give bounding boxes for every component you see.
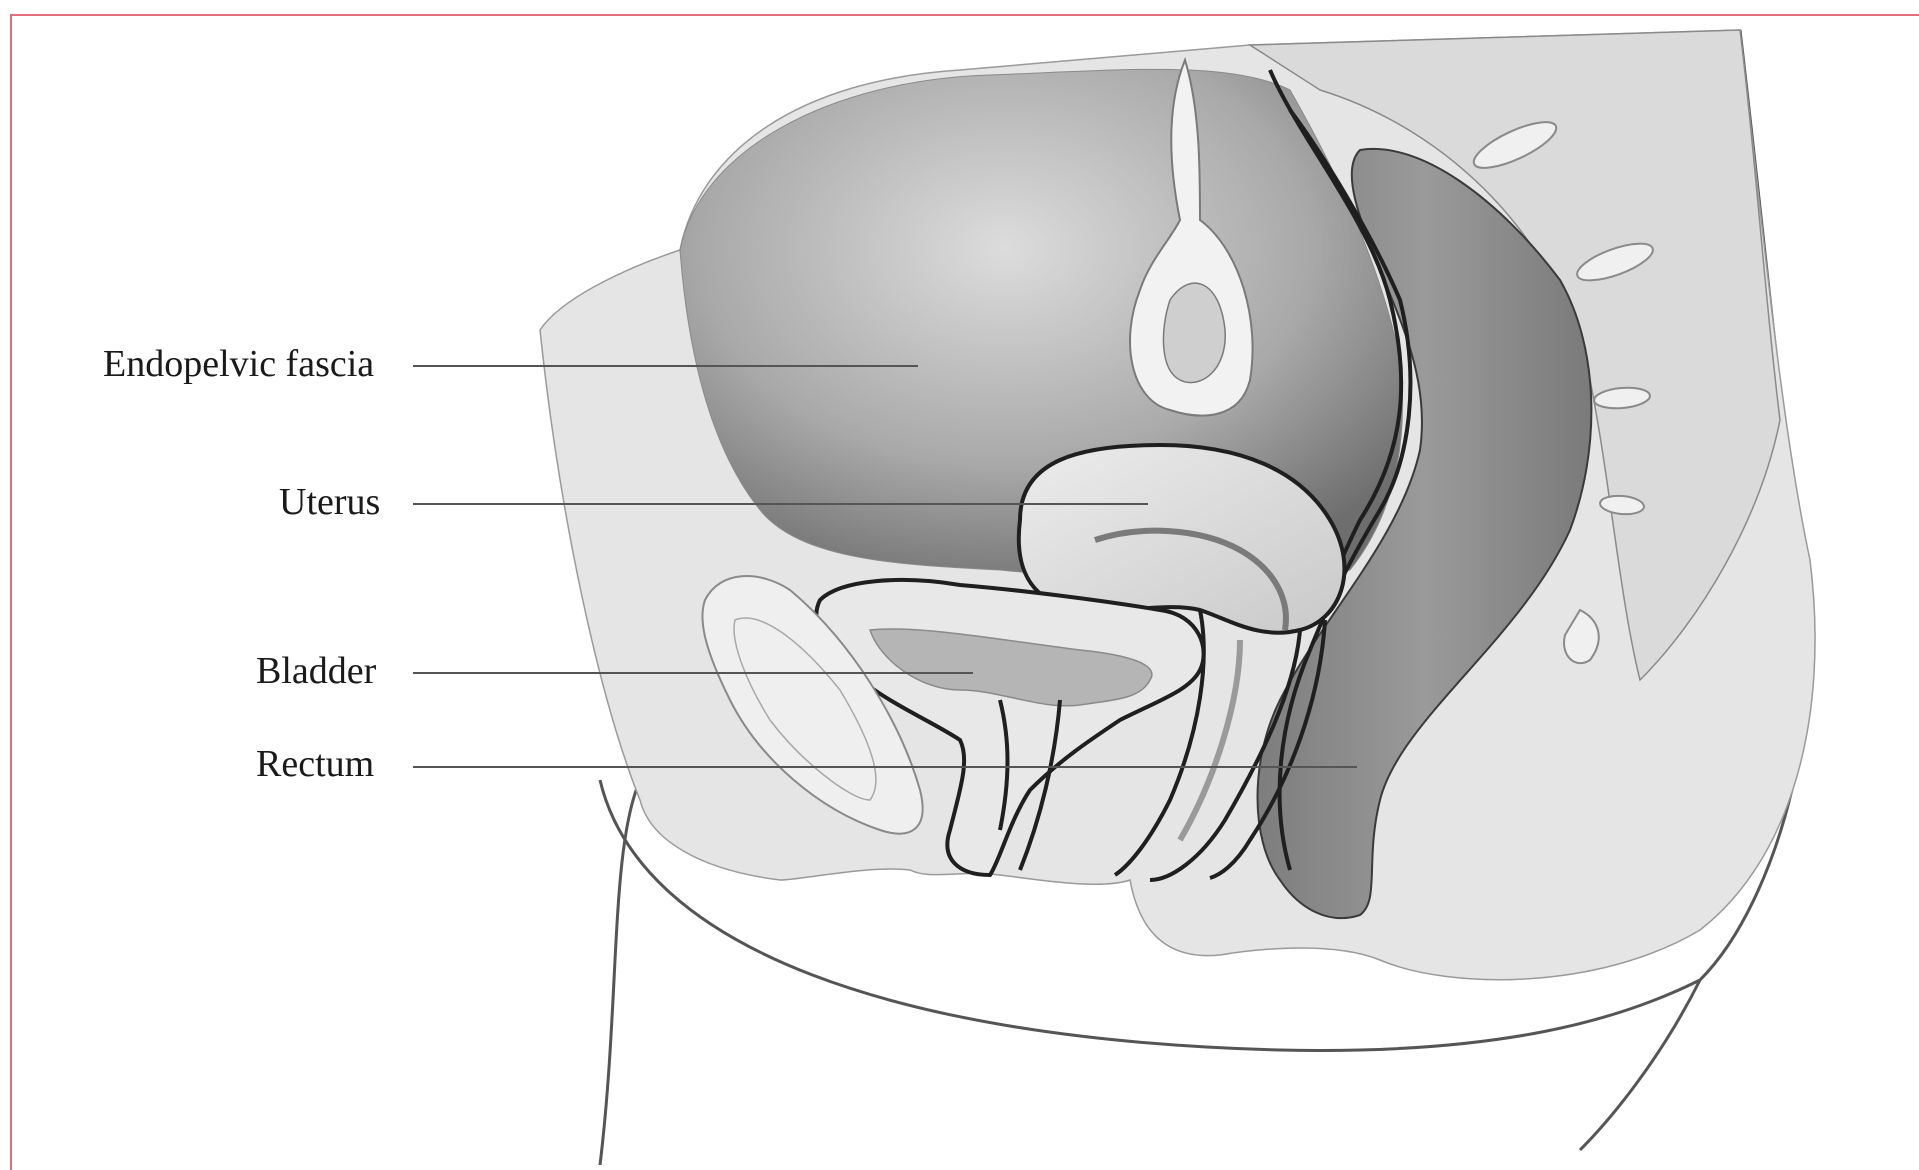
ovary-inner: [1163, 283, 1225, 382]
label-rectum: Rectum: [256, 742, 374, 786]
leader-bladder: [413, 672, 973, 674]
label-bladder: Bladder: [256, 649, 376, 693]
leader-endopelvic-fascia: [413, 365, 918, 367]
leader-rectum: [413, 766, 1357, 768]
label-endopelvic-fascia: Endopelvic fascia: [103, 342, 374, 386]
label-uterus: Uterus: [279, 480, 380, 524]
leader-uterus: [413, 503, 1148, 505]
